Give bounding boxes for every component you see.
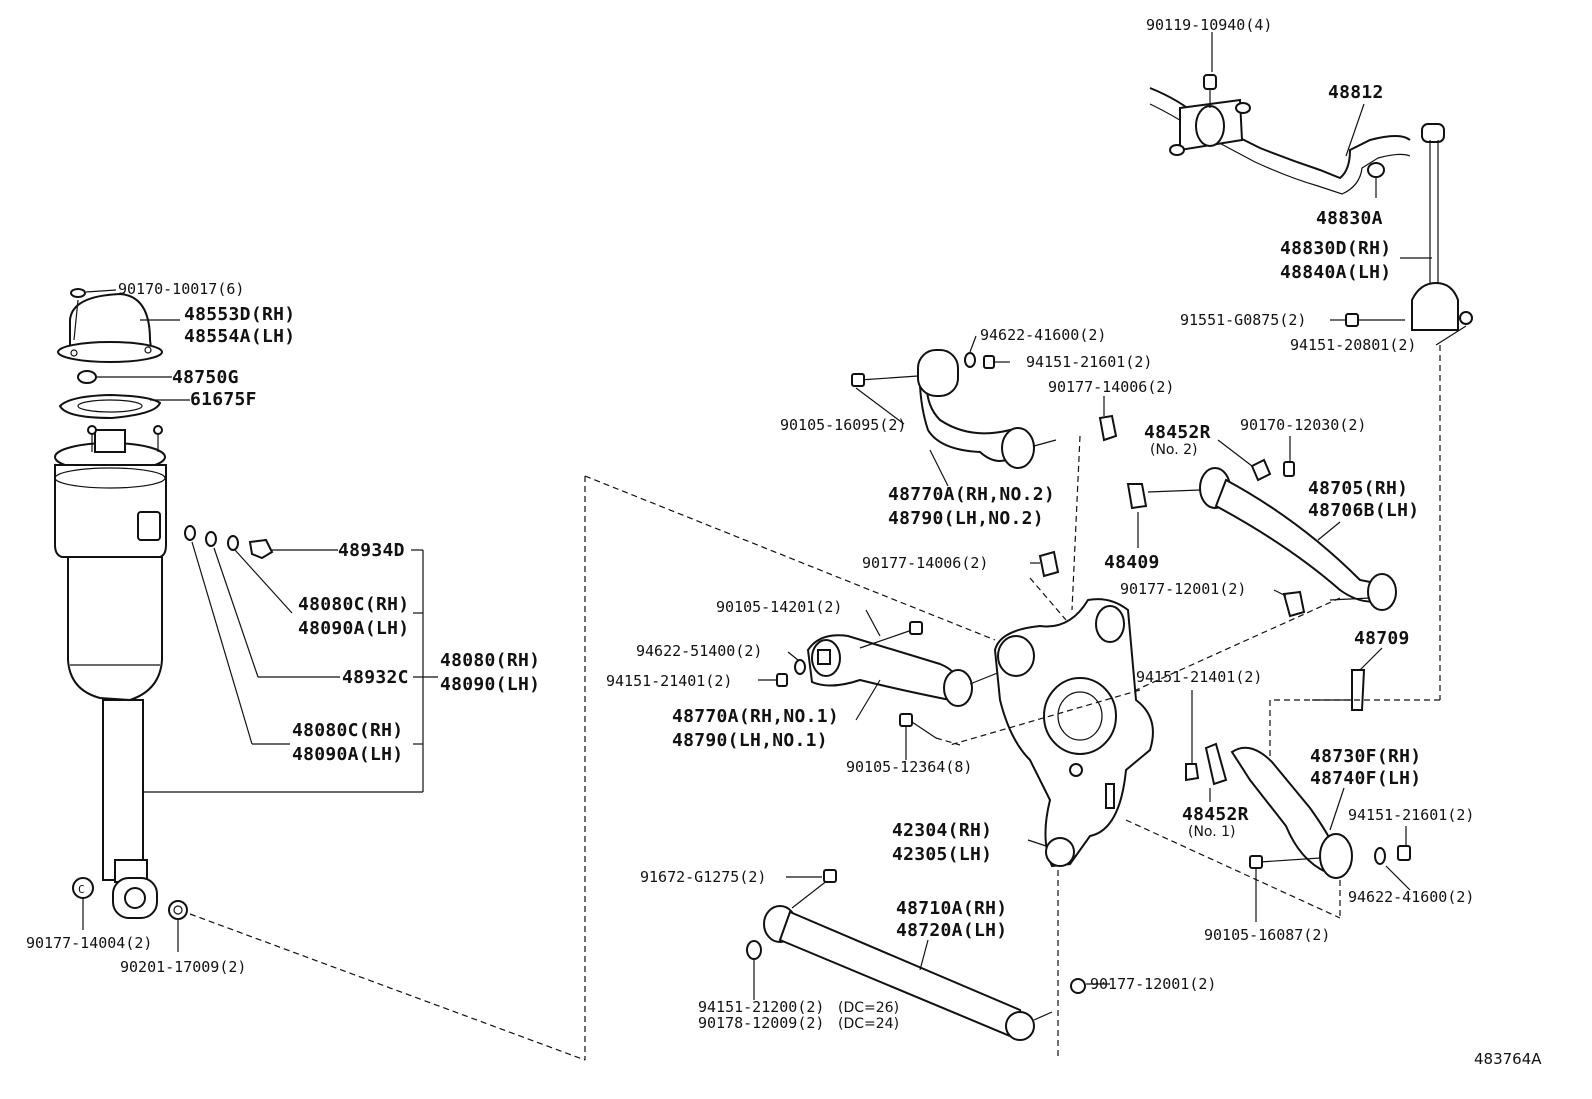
label-90178-12009: 90178-12009(2): [698, 1014, 824, 1032]
label-91551-G0875: 91551-G0875(2): [1180, 311, 1306, 329]
diagram-code: 483764A: [1474, 1050, 1542, 1068]
lower-arm-48730f: [1185, 669, 1411, 879]
label-90170-12030: 90170-12030(2): [1240, 416, 1366, 434]
stabilizer-bar: [1149, 74, 1473, 331]
label-48840A: 48840A(LH): [1280, 262, 1391, 283]
label-90201-17009: 90201-17009(2): [120, 958, 246, 976]
label-61675F: 61675F: [190, 389, 257, 410]
label-94622-41600-top: 94622-41600(2): [980, 326, 1106, 344]
label-48705: 48705(RH): [1308, 478, 1408, 499]
bushing-90177-14006-mid: [1038, 550, 1060, 578]
label-48709: 48709: [1354, 628, 1410, 649]
label-90105-16095: 90105-16095(2): [780, 416, 906, 434]
label-48706B: 48706B(LH): [1308, 500, 1419, 521]
label-48080C-b: 48080C(RH): [292, 720, 403, 741]
label-48090: 48090(LH): [440, 674, 540, 695]
reference-dashed-lines: [189, 345, 1441, 1061]
label-48720A: 48720A(LH): [896, 920, 1007, 941]
label-42304: 42304(RH): [892, 820, 992, 841]
upper-arm-no1-leaders: [758, 609, 881, 721]
lower-arm-leaders: [1191, 647, 1411, 922]
label-48080: 48080(RH): [440, 650, 540, 671]
label-94622-41600-bot: 94622-41600(2): [1348, 888, 1474, 906]
label-48452R-no2-sub: (No. 2): [1150, 442, 1198, 458]
label-90119-10940: 90119-10940(4): [1146, 16, 1272, 34]
label-94151-21601-top: 94151-21601(2): [1026, 353, 1152, 371]
label-48790-no2: 48790(LH,NO.2): [888, 508, 1044, 529]
label-48812: 48812: [1328, 82, 1384, 103]
label-48770A-no1: 48770A(RH,NO.1): [672, 706, 839, 727]
air-spring-shock-assembly: C: [54, 288, 274, 920]
label-48090A-a: 48090A(LH): [298, 618, 409, 639]
svg-text:C: C: [78, 883, 85, 896]
label-48770A-no2: 48770A(RH,NO.2): [888, 484, 1055, 505]
label-90177-14006-top: 90177-14006(2): [1048, 378, 1174, 396]
knuckle: [899, 598, 1154, 868]
label-94151-21401-right: 94151-21401(2): [1136, 668, 1262, 686]
label-48830D: 48830D(RH): [1280, 238, 1391, 259]
label-90177-14006-mid: 90177-14006(2): [862, 554, 988, 572]
label-48554A: 48554A(LH): [184, 326, 295, 347]
label-48710A: 48710A(RH): [896, 898, 1007, 919]
label-94151-21601-bot: 94151-21601(2): [1348, 806, 1474, 824]
label-94151-20801: 94151-20801(2): [1290, 336, 1416, 354]
label-94151-21401-left: 94151-21401(2): [606, 672, 732, 690]
label-90177-14004: 90177-14004(2): [26, 934, 152, 952]
label-48740F: 48740F(LH): [1310, 768, 1421, 789]
upper-arm-48705-leaders: [1030, 436, 1341, 597]
label-48452R-no2: 48452R: [1144, 422, 1211, 443]
label-48452R-no1-sub: (No. 1): [1188, 824, 1236, 840]
label-48830A: 48830A: [1316, 208, 1383, 229]
label-90105-16087: 90105-16087(2): [1204, 926, 1330, 944]
label-91672-G1275: 91672-G1275(2): [640, 868, 766, 886]
label-90170-10017: 90170-10017(6): [118, 280, 244, 298]
label-48409: 48409: [1104, 552, 1160, 573]
upper-arm-no2: [851, 349, 1118, 469]
upper-arm-no2-leaders: [855, 335, 1105, 487]
lower-arm-48710a: [746, 869, 1086, 1041]
label-dc26: (DC=26): [838, 1000, 899, 1016]
label-dc24: (DC=24): [838, 1016, 899, 1032]
knuckle-leaders: [905, 726, 1047, 847]
label-48080C-a: 48080C(RH): [298, 594, 409, 615]
label-48934D: 48934D: [338, 540, 405, 561]
label-90177-12001-mid: 90177-12001(2): [1120, 580, 1246, 598]
label-48750G: 48750G: [172, 367, 239, 388]
upper-arm-no1: [776, 621, 1001, 707]
label-48553D: 48553D(RH): [184, 304, 295, 325]
left-leader-lines: [73, 289, 438, 952]
label-94622-51400: 94622-51400(2): [636, 642, 762, 660]
label-48730F: 48730F(RH): [1310, 746, 1421, 767]
stabilizer-leader-lines: [1211, 32, 1467, 346]
label-48790-no1: 48790(LH,NO.1): [672, 730, 828, 751]
label-90105-12364: 90105-12364(8): [846, 758, 972, 776]
label-48090A-b: 48090A(LH): [292, 744, 403, 765]
label-90105-14201: 90105-14201(2): [716, 598, 842, 616]
label-94151-21200: 94151-21200(2): [698, 998, 824, 1016]
label-90177-12001-bot: 90177-12001(2): [1090, 975, 1216, 993]
label-42305: 42305(LH): [892, 844, 992, 865]
upper-arm-48705: [1126, 458, 1397, 618]
label-48452R-no1: 48452R: [1182, 804, 1249, 825]
part-labels: 90119-10940(4) 48812 48830A 48830D(RH) 4…: [26, 16, 1542, 1068]
lower-arm-48710a-leaders: [753, 876, 1110, 1000]
label-48932C: 48932C: [342, 667, 409, 688]
